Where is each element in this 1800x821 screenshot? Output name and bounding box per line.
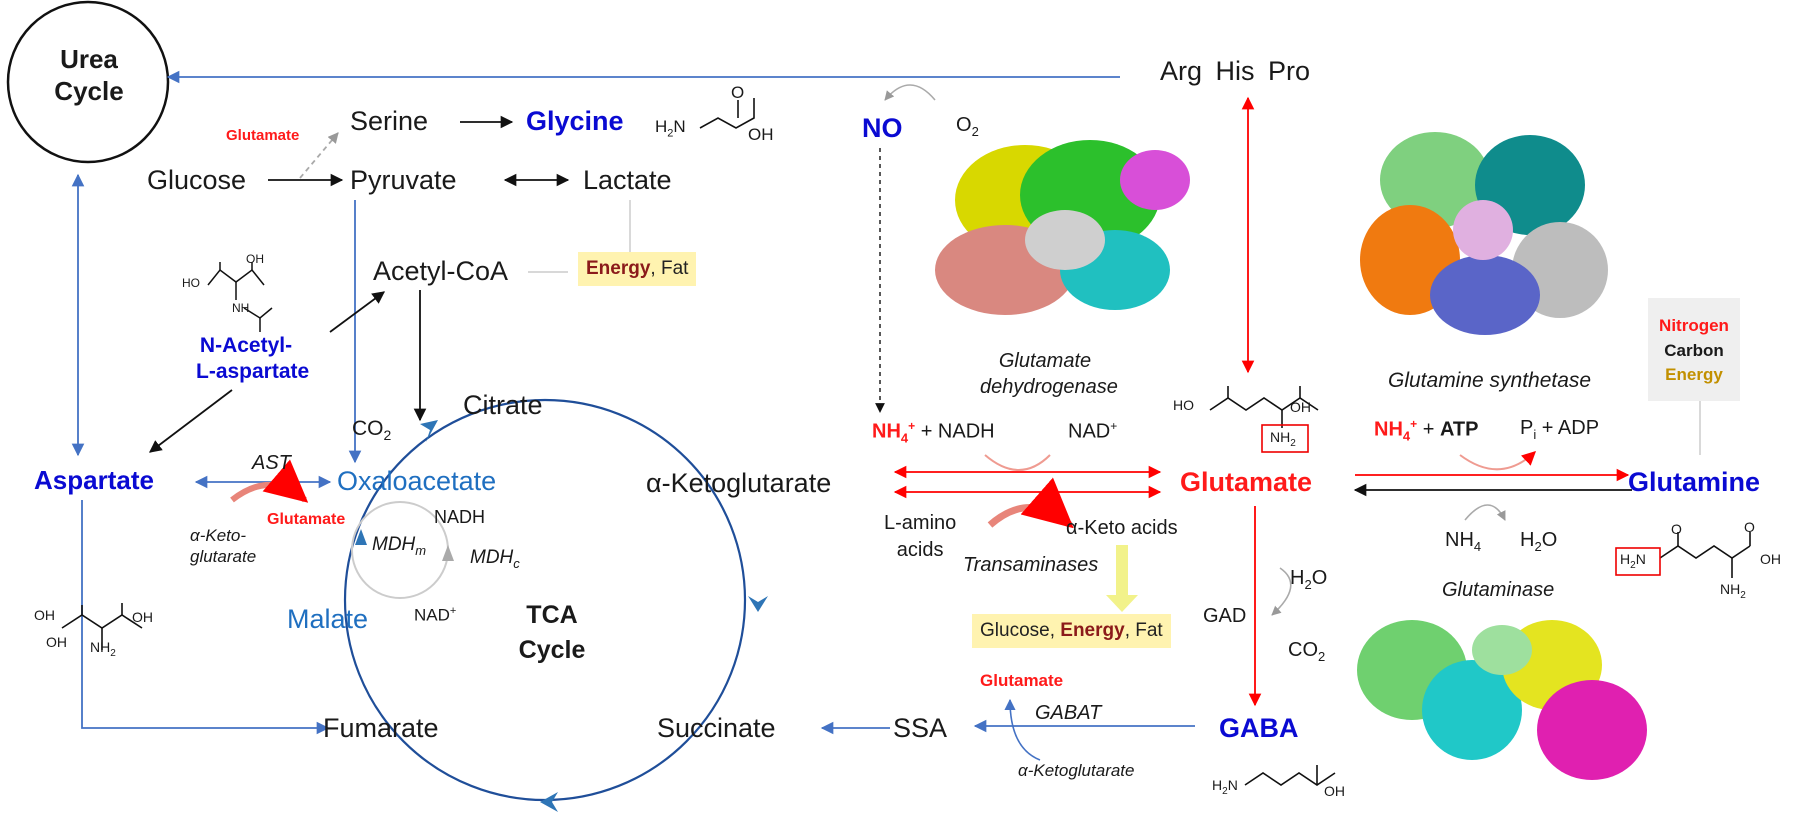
nce-box-text: Nitrogen Carbon Energy: [1659, 316, 1729, 385]
glycine-structure: [699, 98, 755, 129]
glutamine-synthetase-label: Glutamine synthetase: [1388, 369, 1592, 392]
gaba-label: GABA: [1219, 713, 1299, 743]
glucose-label: Glucose: [147, 165, 247, 195]
h2o-gad-label: H2O: [1290, 567, 1328, 592]
glutaminase-structure: [1357, 620, 1647, 780]
naa-oh: OH: [246, 252, 264, 266]
co2-gad-label: CO2: [1288, 639, 1326, 664]
glycine-o: O: [731, 83, 745, 102]
glutamine-label: Glutamine: [1628, 467, 1761, 497]
glutamate-ho: HO: [1173, 397, 1194, 413]
succinate-label: Succinate: [657, 713, 776, 743]
glutamine-structure: [1659, 532, 1751, 578]
glutamine-o: O: [1671, 521, 1682, 537]
mdh-c-label: MDHc: [470, 547, 520, 571]
ast-label: AST: [252, 452, 291, 474]
lactate-label: Lactate: [583, 165, 672, 195]
aspartate-oh-3: OH: [46, 634, 67, 650]
energy-fat-box-bottom: Glucose, Energy, Fat: [972, 614, 1171, 648]
transaminases-label: Transaminases: [963, 554, 1099, 576]
o2-label: O2: [956, 114, 979, 139]
serine-label: Serine: [350, 106, 429, 136]
aspartate-oh-2: OH: [132, 609, 153, 625]
glycine-label: Glycine: [526, 106, 624, 136]
glutamine-oh-top: O: [1744, 519, 1755, 535]
oxaloacetate-label: Oxaloacetate: [337, 466, 497, 496]
nadh-tca-label: NADH: [434, 507, 486, 527]
nh4-atp-label: NH4+ + ATP: [1374, 417, 1479, 444]
h2o-glutaminase-label: H2O: [1520, 529, 1558, 554]
ssa-label: SSA: [893, 713, 948, 743]
pyruvate-label: Pyruvate: [350, 165, 457, 195]
glycine-oh: OH: [748, 125, 774, 144]
gaba-oh: OH: [1324, 783, 1345, 799]
arg-his-pro-label: Arg His Pro: [1160, 56, 1311, 86]
mdh-m-label: MDHm: [372, 534, 427, 558]
aspartate-structure: [61, 603, 143, 650]
co2-left-label: CO2: [352, 417, 392, 444]
aspartate-label: Aspartate: [34, 465, 154, 495]
glutamate-gabat-label: Glutamate: [980, 671, 1064, 690]
nh4-nadh-label: NH4+ + NADH: [872, 419, 995, 446]
aketoglutarate-main-label: α-Ketoglutarate: [646, 468, 832, 498]
citrate-label: Citrate: [463, 390, 543, 420]
gaba-h2n: H2N: [1212, 777, 1238, 797]
nad-right-label: NAD+: [1068, 419, 1118, 443]
energy-fat-box-top: Energy, Fat: [578, 252, 697, 286]
nce-box: [1648, 298, 1740, 401]
glutamine-synthetase-structure: [1360, 132, 1608, 335]
glycine-h2n: H2N: [655, 117, 686, 140]
glutamate-serine-label: Glutamate: [226, 127, 300, 144]
nh4-glutaminase-label: NH4: [1445, 529, 1482, 554]
naa-ho: HO: [182, 276, 200, 290]
glutamate-oh: OH: [1290, 399, 1311, 415]
gaba-structure: [1244, 765, 1336, 786]
fumarate-label: Fumarate: [323, 713, 439, 743]
glutamate-dehydrogenase-structure: [935, 140, 1190, 315]
glutamate-nh2: NH2: [1270, 429, 1296, 449]
glutamine-oh: OH: [1760, 551, 1781, 567]
naa-nh: NH: [232, 301, 250, 315]
aketo-acids-label: α-Keto acids: [1066, 517, 1178, 539]
acetyl-coa-label: Acetyl-CoA: [373, 256, 509, 286]
glutamate-main-label: Glutamate: [1180, 467, 1313, 497]
glutamine-h2n: H2N: [1620, 551, 1646, 571]
no-label: NO: [862, 113, 903, 143]
gabat-label: GABAT: [1035, 702, 1102, 724]
glutamate-ast-label: Glutamate: [267, 511, 346, 528]
aketoglutarate-gabat-label: α-Ketoglutarate: [1018, 761, 1135, 780]
naa-label: N-Acetyl-L-aspartate: [196, 334, 310, 383]
naa-structure: [207, 262, 273, 332]
malate-label: Malate: [287, 604, 369, 634]
aspartate-nh2: NH2: [90, 639, 116, 659]
pi-adp-label: Pi + ADP: [1520, 417, 1600, 442]
aketoglutarate-ast-label: α-Keto-glutarate: [190, 526, 257, 567]
gad-label: GAD: [1203, 605, 1247, 627]
glutaminase-label: Glutaminase: [1442, 579, 1555, 601]
aspartate-oh-1: OH: [34, 607, 55, 623]
nad-tca-label: NAD+: [414, 605, 457, 625]
glutamine-nh2: NH2: [1720, 581, 1746, 601]
